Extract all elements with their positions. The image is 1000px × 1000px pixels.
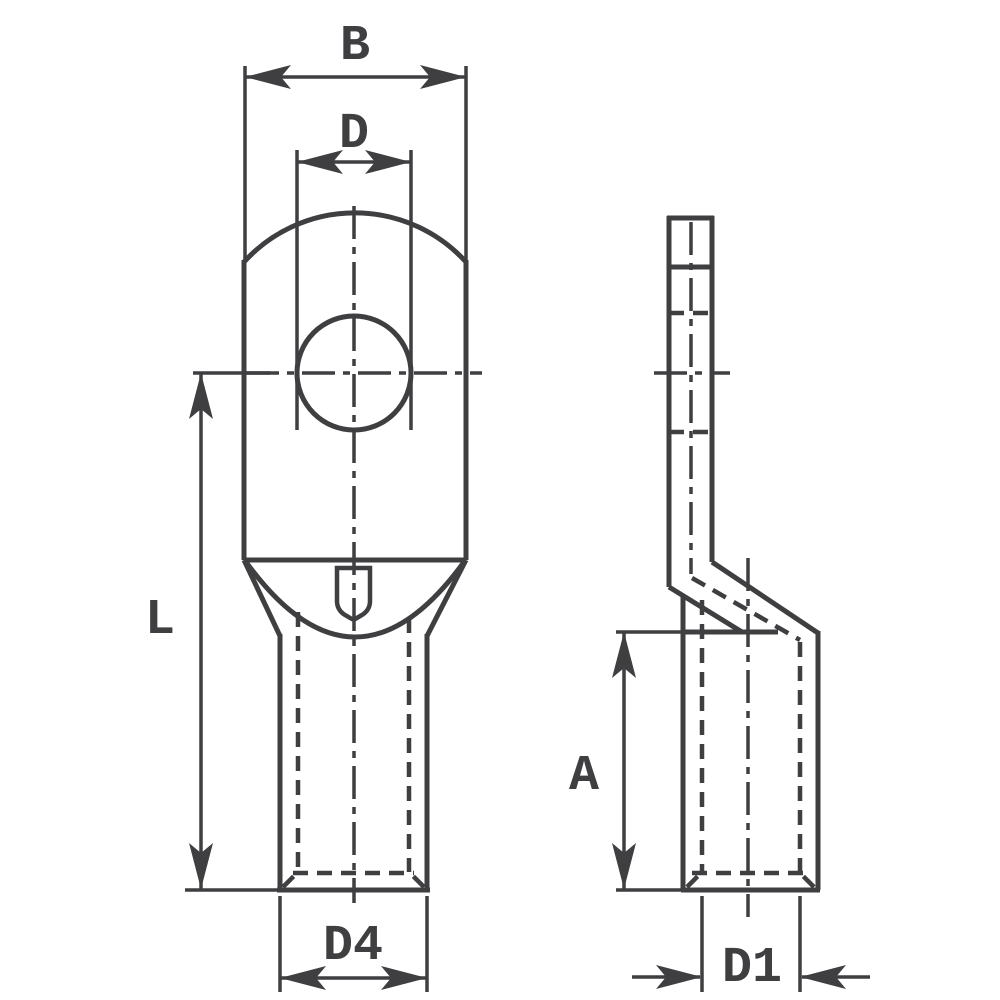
front-hidden-lines xyxy=(281,612,426,889)
front-centerlines xyxy=(246,206,482,903)
crimp-saddle-curve xyxy=(243,560,467,640)
chamfer-right-hidden xyxy=(409,872,426,889)
arrowhead-right xyxy=(420,65,466,89)
arrowhead-top xyxy=(612,632,636,678)
dim-label-d1: D1 xyxy=(722,940,782,997)
side-view xyxy=(654,215,821,917)
dimension-a: A xyxy=(569,630,683,892)
dimension-d4: D4 xyxy=(278,896,429,992)
right-taper xyxy=(424,558,469,638)
side-centerlines xyxy=(654,222,750,917)
dim-label-a: A xyxy=(569,748,599,805)
bend-right-diagonal xyxy=(710,559,820,636)
arrowhead-left xyxy=(297,150,343,174)
arrowhead-left xyxy=(280,966,326,990)
arrowhead-left xyxy=(656,965,702,989)
arrowhead-left xyxy=(245,65,291,89)
arrowhead-right xyxy=(800,965,846,989)
dimension-b: B xyxy=(243,18,468,262)
side-hidden-lines xyxy=(669,310,816,889)
dimension-d: D xyxy=(295,106,413,430)
arrowhead-bottom xyxy=(612,843,636,889)
arrowhead-right xyxy=(381,966,427,990)
dim-label-d4: D4 xyxy=(323,918,383,975)
front-view xyxy=(241,206,482,903)
dim-label-d: D xyxy=(339,106,369,163)
side-outline xyxy=(666,215,821,893)
arrowhead-bottom xyxy=(189,843,213,889)
arrowhead-top xyxy=(189,373,213,419)
side-chamfer-left-hidden xyxy=(685,873,701,889)
dim-label-l: L xyxy=(145,592,175,649)
bend-bore-hidden-diagonal xyxy=(690,576,802,642)
dimension-d1: D1 xyxy=(632,896,870,997)
dim-label-b: B xyxy=(340,18,370,75)
chamfer-left-hidden xyxy=(281,872,298,889)
left-taper xyxy=(241,558,283,638)
side-chamfer-right-hidden xyxy=(800,873,816,889)
bend-left-diagonal xyxy=(667,584,744,635)
dimension-l: L xyxy=(145,371,278,892)
arrowhead-right xyxy=(365,150,411,174)
